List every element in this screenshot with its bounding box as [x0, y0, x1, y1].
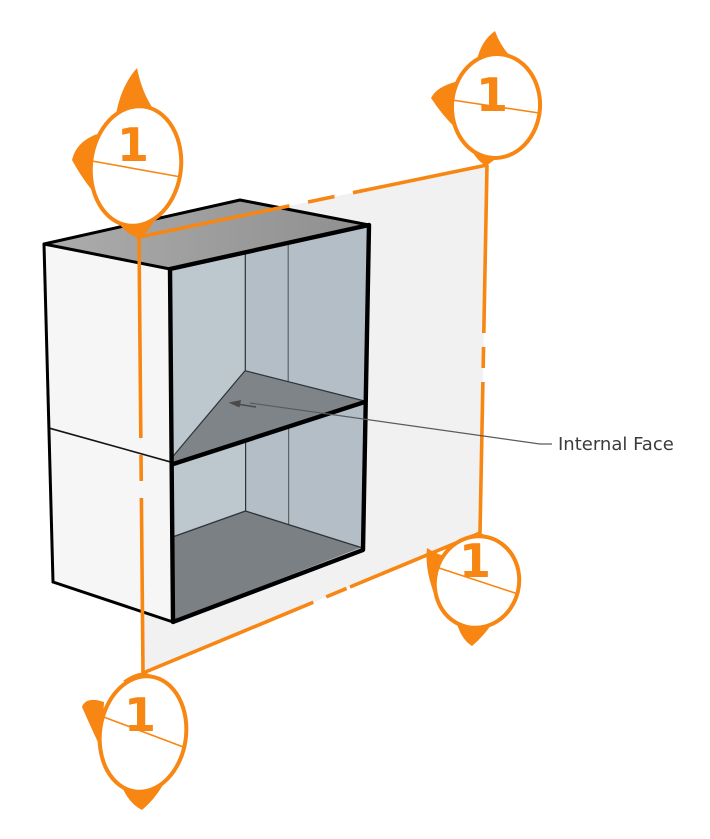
marker-chord — [451, 99, 540, 114]
box-front-face — [44, 244, 173, 622]
vertex-marker-bottom-right: 1 — [426, 532, 522, 646]
marker-label: 1 — [459, 534, 491, 588]
shelf-arrow-glyph — [228, 400, 257, 408]
marker-label: 1 — [124, 688, 156, 742]
marker-chord — [100, 715, 187, 749]
stacked-cubes-box — [42, 198, 372, 625]
plane-edge-top-solid2 — [352, 163, 488, 195]
marker-label: 1 — [117, 118, 149, 172]
plane-edge-right-solid2 — [478, 381, 485, 534]
plane-edge-left-dashed — [138, 411, 144, 521]
vertex-markers: 1 1 1 — [72, 31, 543, 810]
box-interior-floor — [172, 511, 361, 621]
marker-circle — [97, 674, 189, 794]
plane-edge-right-dashed — [481, 311, 486, 383]
plane-edge-top-solid1 — [138, 209, 264, 239]
cube-seam-line — [49, 427, 172, 464]
box-top-face — [44, 200, 369, 269]
vertex-marker-top-left: 1 — [72, 68, 184, 238]
annotation-callout: Internal Face — [249, 402, 674, 455]
vertex-marker-top-right: 1 — [431, 31, 543, 166]
plane-edge-bottom-solid1 — [142, 609, 294, 675]
vertex-marker-bottom-left: 1 — [82, 672, 189, 810]
marker-chord — [435, 566, 519, 595]
plane-edge-top-dashed — [262, 190, 354, 214]
plane-edge-left-solid1 — [137, 236, 143, 413]
box-profile-edges — [42, 198, 372, 625]
marker-circle — [88, 104, 184, 228]
marker-chord — [91, 160, 182, 178]
interior-thin-edges — [171, 243, 365, 549]
marker-label: 1 — [476, 68, 508, 122]
marker-circle — [432, 534, 522, 630]
plane-edge-left-solid2 — [139, 519, 145, 674]
annotation-label: Internal Face — [558, 434, 674, 455]
leader-line — [249, 402, 552, 445]
plane-edge-bottom-dashed — [292, 585, 351, 613]
plane-edge-right-solid1 — [482, 164, 489, 313]
internal-face-shelf — [171, 370, 366, 465]
